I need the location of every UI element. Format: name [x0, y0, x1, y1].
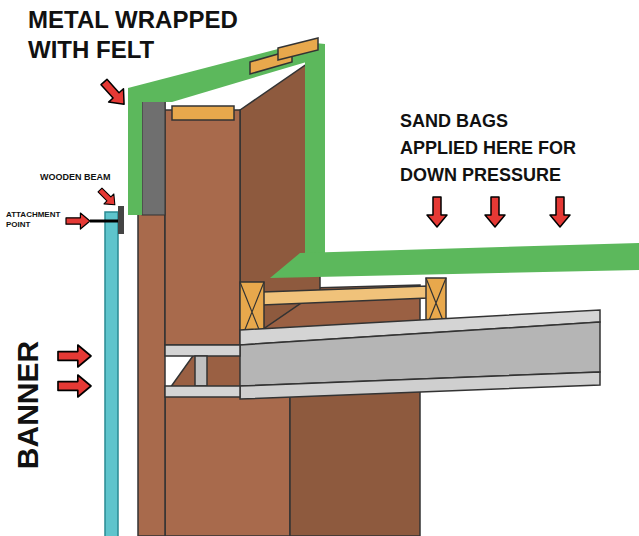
- arrow: [66, 213, 90, 229]
- arrow: [97, 75, 132, 111]
- callout-label: METAL WRAPPED WITH FELT: [28, 5, 278, 65]
- wooden-beam: [118, 206, 124, 234]
- callout-label: SAND BAGS APPLIED HERE FOR DOWN PRESSURE: [400, 108, 590, 189]
- arrow: [58, 375, 91, 397]
- i-beam-end: [195, 356, 207, 386]
- arrow: [58, 345, 91, 367]
- part-label: WOODEN BEAM: [40, 172, 120, 183]
- attachment-line: [90, 220, 118, 223]
- title-label: BANNER: [11, 341, 45, 469]
- felt: [270, 243, 639, 278]
- wall-front: [165, 395, 290, 536]
- arrow: [427, 197, 447, 227]
- felt: [305, 44, 325, 262]
- wood-cap: [172, 106, 234, 120]
- felt: [128, 88, 142, 215]
- i-beam-end: [165, 345, 240, 356]
- part-label: ATTACHMENT POINT: [6, 210, 66, 230]
- arrow: [95, 185, 120, 210]
- joist: [262, 286, 428, 305]
- wall-edge: [138, 100, 165, 536]
- banner: [105, 212, 118, 536]
- i-beam: [240, 372, 600, 399]
- metal-flashing: [142, 100, 165, 215]
- arrow: [485, 197, 505, 227]
- wall-front: [165, 110, 240, 345]
- arrow: [550, 197, 570, 227]
- wood-cap: [278, 38, 318, 60]
- i-beam-end: [165, 386, 240, 397]
